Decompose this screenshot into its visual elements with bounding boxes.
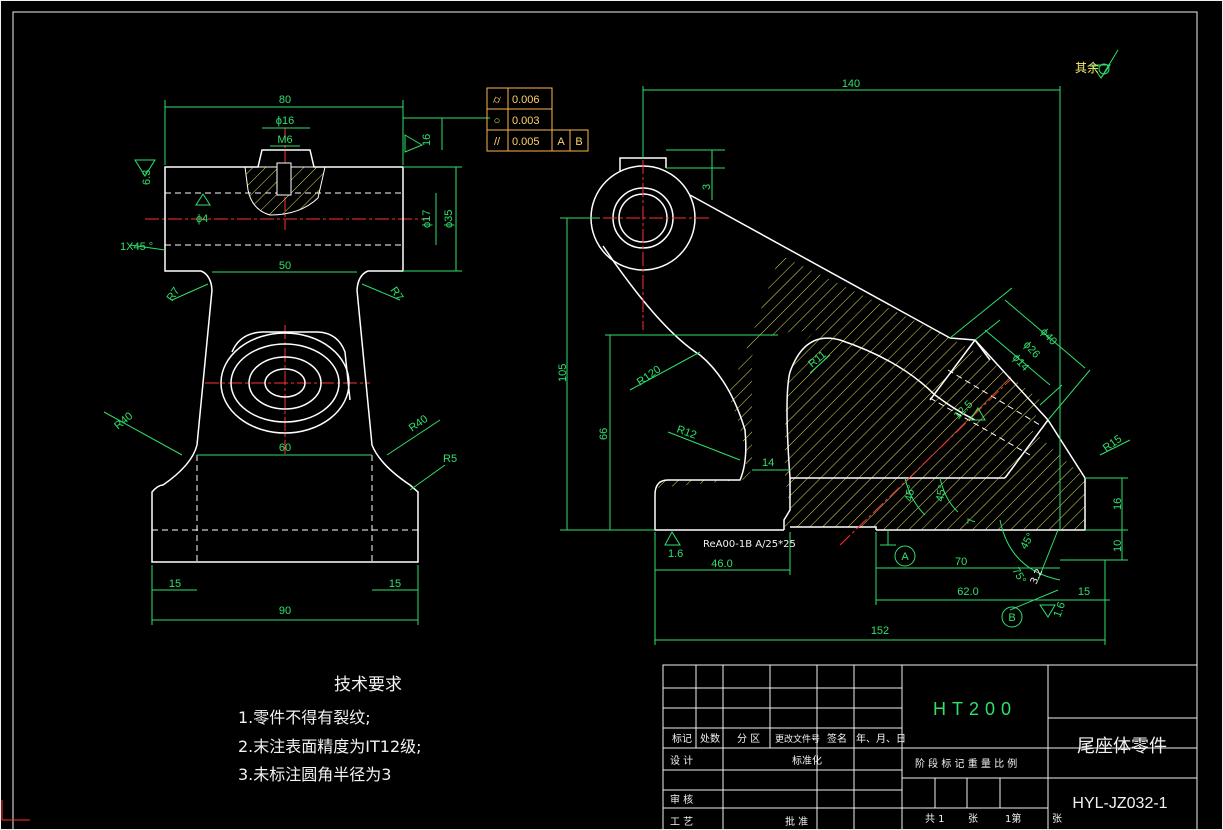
dim-62: 62.0 — [957, 586, 978, 598]
dim-r12: R12 — [675, 424, 698, 442]
dim-r15: R15 — [1101, 433, 1124, 454]
title-stage-row: 阶 段 标 记 重 量 比 例 — [915, 757, 1017, 770]
tolerance-frame — [486, 87, 589, 152]
dim-50: 50 — [279, 260, 291, 272]
title-design: 设 计 — [670, 754, 693, 767]
dim-63: 6.3 — [141, 170, 153, 185]
dim-r120: R120 — [635, 364, 663, 389]
title-sign: 签名 — [827, 732, 847, 745]
dim-140: 140 — [842, 78, 860, 90]
dim-phi16: ϕ16 — [276, 115, 294, 127]
dim-r40-right: R40 — [407, 413, 430, 434]
title-standard: 标准化 — [792, 754, 822, 767]
angle-45-b: 45° — [934, 484, 949, 502]
dim-m6: M6 — [277, 134, 292, 146]
dim-15-left: 15 — [169, 578, 181, 590]
dim-r5: R5 — [443, 453, 457, 465]
tol-value-2: 0.003 — [512, 115, 540, 127]
title-count: 处数 — [700, 732, 720, 745]
surface-note: ReA00-1B A/25*25 — [703, 539, 796, 550]
dim-r7-left: R7 — [165, 285, 183, 303]
dim-phi40: ϕ40 — [1038, 326, 1059, 348]
roughness-1-6-b: 1.6 — [1052, 601, 1069, 619]
title-date: 年、月、日 — [856, 732, 906, 745]
dim-phi17: ϕ17 — [421, 210, 433, 228]
dim-15-right: 15 — [389, 578, 401, 590]
dim-10: 10 — [1112, 540, 1124, 552]
sheet-current: 1第 — [1005, 812, 1021, 825]
title-review: 审 核 — [670, 793, 693, 806]
sheet-zhang-1: 张 — [968, 813, 978, 825]
dim-chamfer: 1X45 ° — [120, 241, 153, 253]
dim-r40-left: R40 — [112, 410, 135, 432]
dim-14: 14 — [762, 457, 774, 469]
material-label: HT200 — [933, 699, 1017, 719]
dim-80: 80 — [279, 94, 291, 106]
tech-req-item-3: 3.未标注圆角半径为3 — [238, 765, 391, 784]
tol-symbol-parallel: // — [494, 136, 501, 148]
dim-phi14: ϕ14 — [1010, 352, 1031, 374]
tech-req-item-2: 2.末注表面精度为IT12级; — [238, 737, 422, 756]
dim-7: 7 — [966, 518, 978, 524]
front-view: 80 ϕ16 M6 16 6.3 ϕ4 1X45 ° ϕ17 ϕ35 50 R7… — [103, 94, 490, 625]
title-craft: 工 艺 — [670, 816, 693, 828]
dim-70: 70 — [955, 556, 967, 568]
dim-46: 46.0 — [711, 558, 732, 570]
angle-45-a: 45° — [903, 484, 918, 502]
angle-75: 75° — [1009, 566, 1028, 586]
tol-symbol-cylindricity: ⌭ — [493, 94, 501, 106]
dim-66: 66 — [598, 428, 610, 440]
tol-symbol-roundness: ○ — [494, 115, 501, 127]
datum-a-label: A — [901, 551, 909, 563]
tol-datum-b: B — [575, 136, 582, 148]
tech-req-title: 技术要求 — [334, 675, 402, 695]
title-block — [662, 664, 1198, 830]
tol-value-1: 0.006 — [512, 94, 540, 106]
tol-datum-a: A — [557, 136, 565, 148]
dim-60: 60 — [279, 442, 291, 454]
sheet-total: 共 1 — [925, 813, 945, 825]
dim-90: 90 — [279, 605, 291, 617]
dim-3: 3 — [701, 184, 713, 190]
angle-45-c: 45° — [1018, 531, 1037, 551]
roughness-1-6-a: 1.6 — [668, 548, 683, 560]
roughness-3-2: 3.2 — [1029, 567, 1046, 586]
datum-b-label: B — [1008, 612, 1015, 624]
dim-16: 16 — [421, 134, 433, 146]
tol-value-3: 0.005 — [512, 136, 540, 148]
dim-phi4: ϕ4 — [196, 213, 208, 225]
dim-16-side: 16 — [1112, 498, 1124, 510]
ucs-icon — [1, 800, 30, 821]
tech-req-item-1: 1.零件不得有裂纹; — [238, 708, 371, 727]
dim-105: 105 — [557, 364, 569, 382]
title-change-doc: 更改文件号 — [775, 733, 820, 745]
part-name: 尾座体零件 — [1077, 736, 1167, 757]
dim-15-side: 15 — [1078, 586, 1090, 598]
sheet-zhang-2: 张 — [1052, 813, 1062, 825]
dim-152: 152 — [871, 625, 889, 637]
dim-r7-right: R7 — [388, 285, 406, 303]
title-zone: 分 区 — [737, 733, 760, 745]
dim-phi35: ϕ35 — [443, 210, 455, 228]
roughness-remaining-label: 其余 — [1075, 60, 1099, 75]
title-mark: 标记 — [672, 733, 692, 745]
side-view: 140 3 105 66 R120 R11 R12 14 ϕ40 ϕ26 ϕ14… — [557, 49, 1131, 645]
title-approve: 批 准 — [785, 815, 808, 828]
drawing-number: HYL-JZ032-1 — [1072, 795, 1167, 812]
